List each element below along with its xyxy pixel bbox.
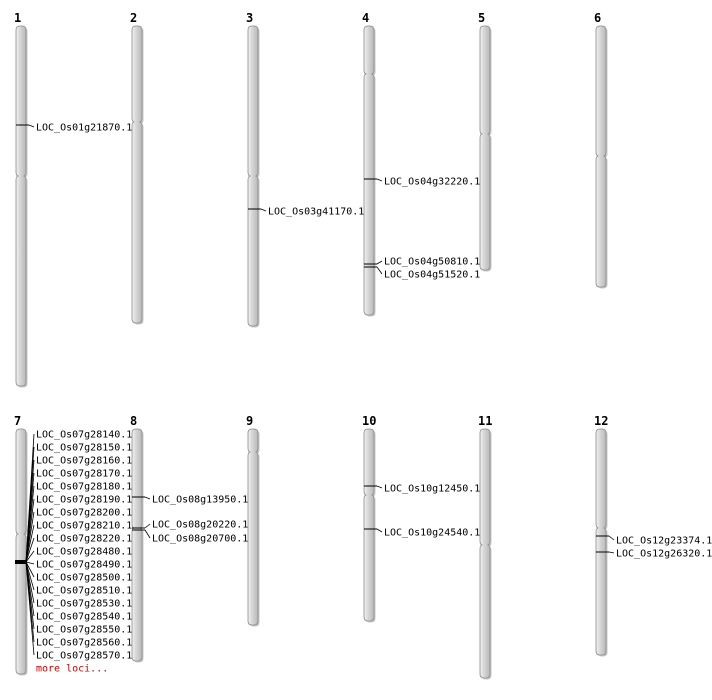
chromosome-11-title: 11 bbox=[478, 414, 492, 428]
chromosome-10[interactable] bbox=[363, 428, 375, 622]
locus-label[interactable]: LOC_Os07g28490.1 bbox=[36, 560, 132, 571]
chromosome-8-title: 8 bbox=[130, 414, 137, 428]
locus-label[interactable]: LOC_Os07g28180.1 bbox=[36, 482, 132, 493]
chromosome-12-title: 12 bbox=[594, 414, 608, 428]
more-loci-link[interactable]: more loci... bbox=[36, 664, 108, 675]
locus-connector bbox=[376, 266, 383, 275]
chromosome-4[interactable] bbox=[363, 25, 375, 316]
locus-label[interactable]: LOC_Os08g20700.1 bbox=[152, 534, 248, 545]
locus-label[interactable]: LOC_Os03g41170.1 bbox=[268, 207, 364, 218]
chromosome-1[interactable] bbox=[15, 25, 27, 387]
locus-connector bbox=[25, 561, 35, 565]
chromosome-1-title: 1 bbox=[14, 11, 21, 25]
locus-connector bbox=[25, 561, 35, 591]
chromosome-2-title: 2 bbox=[130, 11, 137, 25]
locus-label[interactable]: LOC_Os07g28140.1 bbox=[36, 430, 132, 441]
locus-label[interactable]: LOC_Os07g28480.1 bbox=[36, 547, 132, 558]
locus-connector bbox=[25, 524, 35, 563]
chromosome-7-locus-cluster bbox=[15, 560, 27, 564]
locus-connector bbox=[260, 208, 267, 212]
locus-connector bbox=[144, 523, 151, 529]
locus-connector bbox=[608, 551, 615, 554]
chromosome-2[interactable] bbox=[131, 25, 143, 324]
locus-label[interactable]: LOC_Os07g28150.1 bbox=[36, 443, 132, 454]
locus-label[interactable]: LOC_Os07g28160.1 bbox=[36, 456, 132, 467]
locus-label[interactable]: LOC_Os12g26320.1 bbox=[616, 549, 712, 560]
locus-connector bbox=[376, 485, 383, 489]
chromosome-5-title: 5 bbox=[478, 11, 485, 25]
locus-label[interactable]: LOC_Os08g20220.1 bbox=[152, 520, 248, 531]
chromosome-8[interactable] bbox=[131, 428, 143, 662]
chromosome-11[interactable] bbox=[479, 428, 491, 679]
chromosome-7[interactable] bbox=[15, 428, 27, 675]
locus-label[interactable]: LOC_Os07g28550.1 bbox=[36, 625, 132, 636]
locus-connector bbox=[144, 529, 151, 539]
locus-label[interactable]: LOC_Os07g28530.1 bbox=[36, 599, 132, 610]
locus-connector bbox=[144, 496, 151, 500]
locus-label[interactable]: LOC_Os07g28190.1 bbox=[36, 495, 132, 506]
chromosome-4-title: 4 bbox=[362, 11, 369, 25]
chromosome-7-title: 7 bbox=[14, 414, 21, 428]
locus-connector bbox=[25, 550, 35, 563]
locus-connector bbox=[608, 535, 615, 541]
chromosome-3[interactable] bbox=[247, 25, 259, 327]
chromosome-6[interactable] bbox=[595, 25, 607, 288]
chromosome-10-title: 10 bbox=[362, 414, 376, 428]
chromosome-9[interactable] bbox=[247, 428, 259, 626]
chromosome-5[interactable] bbox=[479, 25, 491, 271]
locus-connector bbox=[25, 561, 35, 656]
locus-connector bbox=[376, 528, 383, 533]
locus-label[interactable]: LOC_Os07g28220.1 bbox=[36, 534, 132, 545]
locus-label[interactable]: LOC_Os10g24540.1 bbox=[384, 528, 480, 539]
locus-connector bbox=[376, 178, 383, 182]
locus-connector bbox=[25, 561, 35, 578]
locus-connector bbox=[376, 260, 383, 265]
locus-label[interactable]: LOC_Os12g23374.1 bbox=[616, 536, 712, 547]
locus-label[interactable]: LOC_Os07g28510.1 bbox=[36, 586, 132, 597]
locus-label[interactable]: LOC_Os07g28570.1 bbox=[36, 651, 132, 662]
locus-connector bbox=[25, 537, 35, 563]
locus-label[interactable]: LOC_Os07g28210.1 bbox=[36, 521, 132, 532]
locus-label[interactable]: LOC_Os07g28540.1 bbox=[36, 612, 132, 623]
chromosome-9-title: 9 bbox=[246, 414, 253, 428]
locus-connector bbox=[25, 511, 35, 563]
locus-label[interactable]: LOC_Os07g28170.1 bbox=[36, 469, 132, 480]
locus-label[interactable]: LOC_Os01g21870.1 bbox=[36, 123, 132, 134]
locus-label[interactable]: LOC_Os10g12450.1 bbox=[384, 484, 480, 495]
locus-label[interactable]: LOC_Os04g51520.1 bbox=[384, 270, 480, 281]
chromosome-12[interactable] bbox=[595, 428, 607, 656]
locus-connector bbox=[28, 124, 35, 128]
locus-label[interactable]: LOC_Os07g28500.1 bbox=[36, 573, 132, 584]
locus-label[interactable]: LOC_Os07g28560.1 bbox=[36, 638, 132, 649]
locus-label[interactable]: LOC_Os07g28200.1 bbox=[36, 508, 132, 519]
chromosome-3-title: 3 bbox=[246, 11, 253, 25]
locus-label[interactable]: LOC_Os04g32220.1 bbox=[384, 177, 480, 188]
locus-label[interactable]: LOC_Os08g13950.1 bbox=[152, 495, 248, 506]
locus-label[interactable]: LOC_Os04g50810.1 bbox=[384, 257, 480, 268]
chromosome-6-title: 6 bbox=[594, 11, 601, 25]
